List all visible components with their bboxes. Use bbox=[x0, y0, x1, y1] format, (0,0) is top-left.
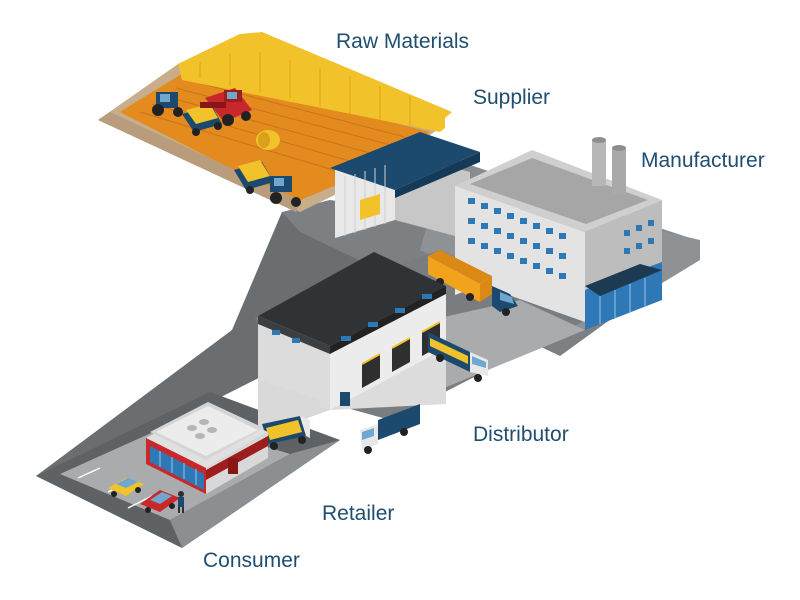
label-supplier: Supplier bbox=[473, 86, 551, 109]
truck-retailer bbox=[262, 416, 310, 450]
delivery-truck-dock bbox=[428, 332, 488, 382]
truck-on-road bbox=[360, 404, 420, 454]
store-icon bbox=[146, 402, 268, 494]
label-consumer: Consumer bbox=[203, 549, 300, 572]
combine-harvester-icon bbox=[200, 88, 252, 126]
person-icon bbox=[178, 491, 184, 513]
trailer-hay bbox=[182, 104, 222, 136]
label-raw-materials: Raw Materials bbox=[336, 30, 470, 53]
label-manufacturer: Manufacturer bbox=[641, 149, 765, 172]
wheat-crop bbox=[178, 32, 452, 132]
truck-icon bbox=[428, 250, 518, 316]
label-retailer: Retailer bbox=[322, 502, 395, 525]
label-distributor: Distributor bbox=[473, 423, 569, 446]
warehouse-icon bbox=[330, 132, 480, 240]
tractor-icon bbox=[152, 92, 183, 117]
factory-icon bbox=[455, 137, 662, 330]
car-red bbox=[140, 490, 180, 513]
hay-bale-icon bbox=[256, 130, 280, 150]
car-icon bbox=[108, 478, 144, 497]
tractor-with-trailer bbox=[234, 160, 301, 207]
distribution-center bbox=[258, 252, 446, 436]
